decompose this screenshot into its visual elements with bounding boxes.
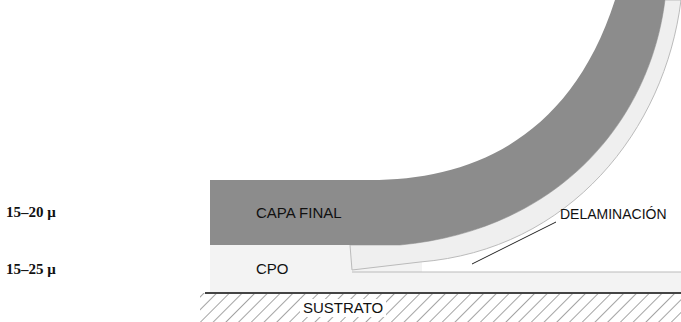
delamination-edge	[352, 272, 681, 273]
thickness-label: 15–25 μ	[6, 260, 56, 278]
layer-name: CAPA FINAL	[256, 204, 342, 222]
leader-line	[472, 222, 556, 264]
primer-band: CPO	[210, 245, 350, 293]
substrate-hatch	[200, 293, 681, 322]
top-coat-band: CAPA FINAL	[210, 180, 370, 245]
thickness-label: 15–20 μ	[6, 203, 56, 221]
cpo-layer	[350, 272, 681, 292]
substrate-surface	[205, 292, 681, 294]
substrate-band: SUSTRATO	[210, 293, 510, 322]
layer-name: SUSTRATO	[300, 299, 386, 317]
callout-label: DELAMINACIÓN	[560, 205, 667, 223]
layer-name: CPO	[256, 260, 289, 278]
